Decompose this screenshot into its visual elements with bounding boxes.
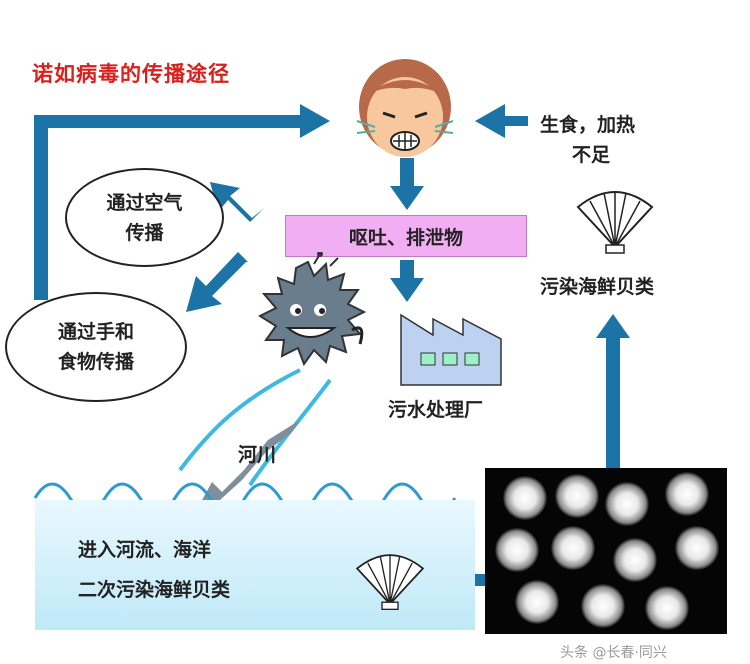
seafood-label: 污染海鲜贝类 [540, 276, 655, 298]
watermark: 头条 @长春·同兴 [560, 645, 667, 661]
raw-food-label: 生食，加热 不足 [540, 114, 636, 166]
arrow-down-1-shaft [400, 158, 414, 188]
virus-micrograph [485, 468, 727, 634]
wave-line [33, 482, 457, 514]
sewage-plant-icon [400, 313, 502, 386]
vomit-excreta-box: 呕吐、排泄物 [285, 215, 527, 257]
virus-character [257, 252, 367, 367]
arrow-head-raw-food [475, 104, 505, 138]
arrow-down-1-head [390, 186, 424, 210]
river-arrow [190, 420, 300, 522]
arrow-from-raw-food [500, 116, 528, 126]
arrow-to-air [210, 182, 264, 222]
arrow-to-hand [186, 252, 248, 312]
sea-label: 进入河流、海洋 二次污染海鲜贝类 [78, 539, 231, 601]
hand-food-transmission-bubble: 通过手和 食物传播 [5, 292, 187, 402]
air-transmission-bubble: 通过空气 传播 [65, 168, 224, 267]
arrow-to-person-left [300, 104, 330, 138]
arrow-down-2-head [390, 278, 424, 302]
shell-icon-top [576, 191, 654, 254]
diagram-title: 诺如病毒的传播途径 [32, 62, 230, 86]
river-label: 河川 [238, 444, 277, 466]
shell-icon-bottom [355, 554, 425, 610]
seafood-up-shaft [606, 335, 620, 470]
arrow-down-2-shaft [400, 260, 414, 280]
person-illustration [356, 59, 454, 157]
seafood-up-head [596, 314, 630, 338]
sewage-plant-label: 污水处理厂 [388, 399, 484, 421]
